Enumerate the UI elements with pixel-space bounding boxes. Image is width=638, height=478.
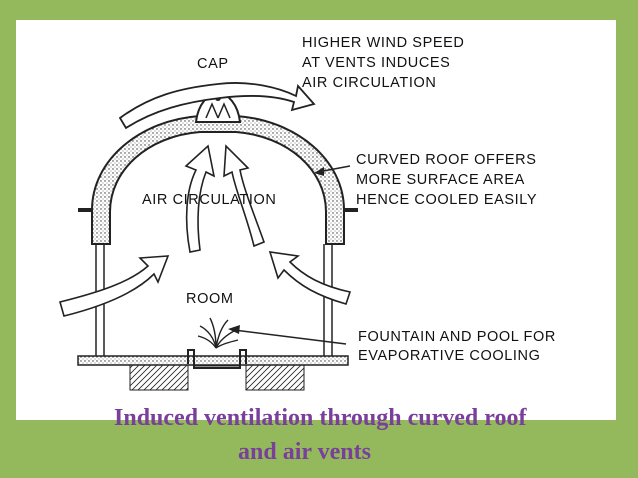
footing-right (245, 363, 305, 391)
air-arrow-up-left (184, 144, 216, 253)
roof-label-line1: CURVED ROOF OFFERS (356, 152, 537, 168)
roof-label-line3: HENCE COOLED EASILY (356, 192, 538, 208)
air-circulation-label: AIR CIRCULATION (142, 192, 277, 208)
vent-right (344, 208, 358, 212)
wind-label-line3: AIR CIRCULATION (302, 75, 437, 91)
fountain-pointer (228, 325, 347, 345)
pool (187, 349, 247, 369)
room-label: ROOM (186, 291, 234, 307)
diagram-panel (16, 20, 616, 420)
air-arrow-up-right (223, 144, 266, 248)
fountain-icon (197, 317, 239, 349)
air-arrow-in-right (268, 251, 352, 305)
cap-label: CAP (197, 56, 229, 72)
floor-slab (77, 355, 349, 366)
pillar-right (323, 244, 333, 356)
wind-arrow (118, 82, 316, 130)
air-arrow-in-left (59, 255, 170, 317)
fountain-label-line1: FOUNTAIN AND POOL FOR (358, 329, 556, 345)
caption-line1: Induced ventilation through curved roof (114, 405, 527, 431)
footing-left (129, 363, 189, 391)
roof-label-line2: MORE SURFACE AREA (356, 172, 525, 188)
caption-line2: and air vents (238, 439, 371, 465)
vent-left (78, 208, 92, 212)
fountain-label-line2: EVAPORATIVE COOLING (358, 348, 541, 364)
wind-label-line2: AT VENTS INDUCES (302, 55, 451, 71)
roof-pointer (314, 165, 351, 176)
wind-label-line1: HIGHER WIND SPEED (302, 35, 465, 51)
curved-roof (91, 115, 345, 245)
